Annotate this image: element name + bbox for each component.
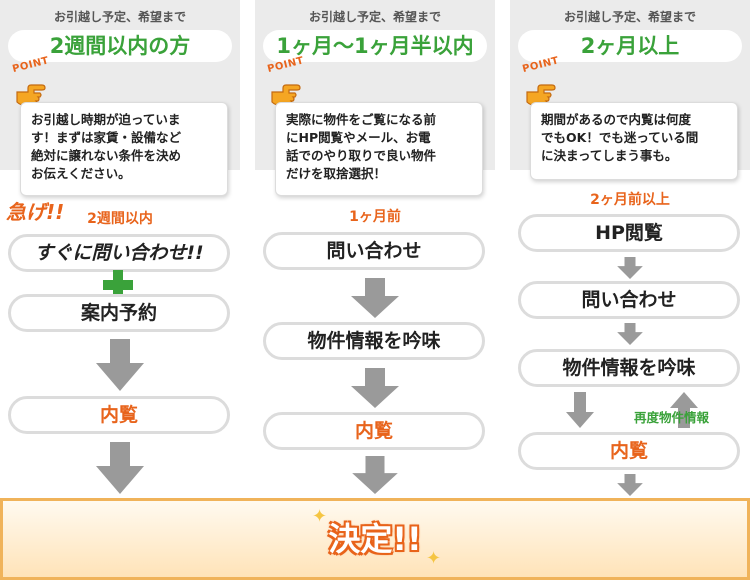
step-pill: 案内予約 — [8, 294, 230, 332]
down-arrow-icon — [96, 442, 144, 494]
column-subtitle: お引越し予定、希望まで — [308, 10, 441, 24]
down-arrow-icon — [96, 339, 144, 391]
step-pill: 内覧 — [8, 396, 230, 434]
down-arrow-icon — [617, 474, 643, 496]
time-label: 2ヶ月前以上 — [590, 192, 670, 208]
step-pill: 物件情報を吟味 — [263, 322, 485, 360]
column-title: 1ヶ月〜1ヶ月半以内 — [263, 30, 487, 62]
bubble-line: だけを取捨選択！ — [286, 166, 387, 181]
column-2-weeks: お引越し予定、希望まで 2週間以内の方 POINT お引越し時期が迫っていま す… — [0, 0, 240, 494]
down-arrow-icon — [351, 368, 399, 408]
decision-label: 決定!! — [328, 520, 422, 558]
point-bubble: 期間があるので内覧は何度 でもOK！でも迷っている間 に決まってしまう事も。 — [530, 102, 738, 180]
step-pill: すぐに問い合わせ!! — [8, 234, 230, 272]
up-arrow-icon — [670, 392, 698, 428]
point-bubble: お引越し時期が迫っていま す！まずは家賃・設備など 絶対に譲れない条件を決め お… — [20, 102, 228, 196]
column-subtitle: お引越し予定、希望まで — [53, 10, 186, 24]
down-arrow-icon — [566, 392, 594, 428]
bubble-line: 話でのやり取りで良い物件 — [286, 148, 437, 163]
step-pill: 物件情報を吟味 — [518, 349, 740, 387]
loop-label: 再度物件情報 — [634, 410, 710, 425]
step-pill: 問い合わせ — [263, 232, 485, 270]
column-title: 2ヶ月以上 — [518, 30, 742, 62]
column-title: 2週間以内の方 — [8, 30, 232, 62]
sparkle-icon: ✦ — [312, 506, 328, 527]
time-label: 1ヶ月前 — [349, 209, 401, 225]
bubble-line: でもOK！でも迷っている間 — [541, 130, 699, 145]
column-1-month: お引越し予定、希望まで 1ヶ月〜1ヶ月半以内 POINT 実際に物件をご覧になる… — [255, 0, 495, 494]
down-arrow-icon — [617, 257, 643, 279]
point-bubble: 実際に物件をご覧になる前 にHP閲覧やメール、お電 話でのやり取りで良い物件 だ… — [275, 102, 483, 196]
bubble-line: お伝えください。 — [31, 166, 131, 181]
sparkle-icon: ✦ — [426, 548, 442, 569]
urgent-label: 急げ!! — [6, 200, 65, 224]
bubble-line: お引越し時期が迫っていま — [31, 112, 181, 127]
time-label: 2週間以内 — [87, 211, 153, 227]
column-2-months: お引越し予定、希望まで 2ヶ月以上 POINT 期間があるので内覧は何度 でもO… — [510, 0, 750, 496]
step-pill: HP閲覧 — [518, 214, 740, 252]
bubble-line: す！まずは家賃・設備など — [31, 130, 182, 145]
bubble-line: 絶対に譲れない条件を決め — [31, 148, 182, 163]
down-arrow-icon — [352, 456, 398, 494]
decision-banner — [0, 498, 750, 580]
step-pill: 内覧 — [518, 432, 740, 470]
down-arrow-icon — [351, 278, 399, 318]
bubble-line: 実際に物件をご覧になる前 — [286, 112, 437, 127]
bubble-line: に決まってしまう事も。 — [541, 148, 678, 163]
column-subtitle: お引越し予定、希望まで — [563, 10, 696, 24]
step-pill: 問い合わせ — [518, 281, 740, 319]
plus-icon — [103, 270, 133, 300]
down-arrow-icon — [617, 323, 643, 345]
bubble-line: 期間があるので内覧は何度 — [541, 112, 692, 127]
step-pill: 内覧 — [263, 412, 485, 450]
bubble-line: にHP閲覧やメール、お電 — [286, 130, 431, 145]
